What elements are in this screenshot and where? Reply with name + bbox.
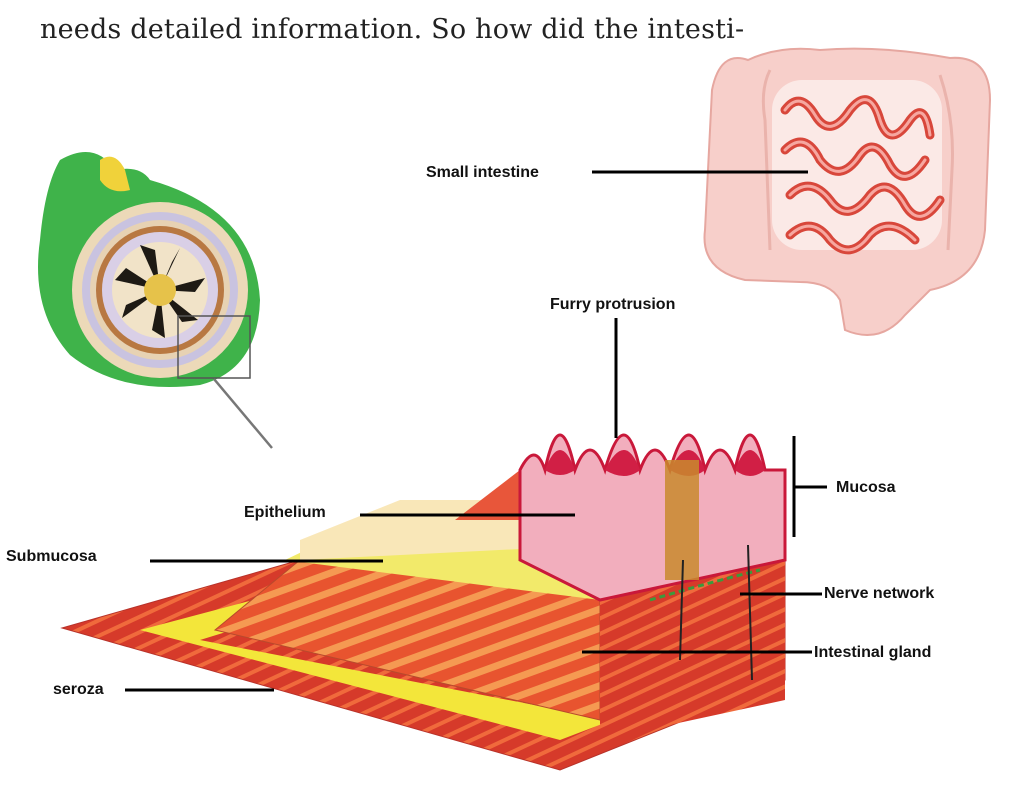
- label-furry-protrusion: Furry protrusion: [550, 296, 675, 314]
- tissue-block-illustration: [62, 435, 785, 770]
- cross-section-illustration: [38, 152, 272, 448]
- label-mucosa: Mucosa: [836, 479, 896, 497]
- label-intestinal-gland: Intestinal gland: [814, 644, 931, 662]
- colon-illustration: [705, 49, 991, 335]
- label-epithelium: Epithelium: [244, 504, 326, 522]
- label-seroza: seroza: [53, 681, 104, 699]
- label-small-intestine: Small intestine: [426, 164, 539, 182]
- label-submucosa: Submucosa: [6, 548, 97, 566]
- label-nerve-network: Nerve network: [824, 585, 934, 603]
